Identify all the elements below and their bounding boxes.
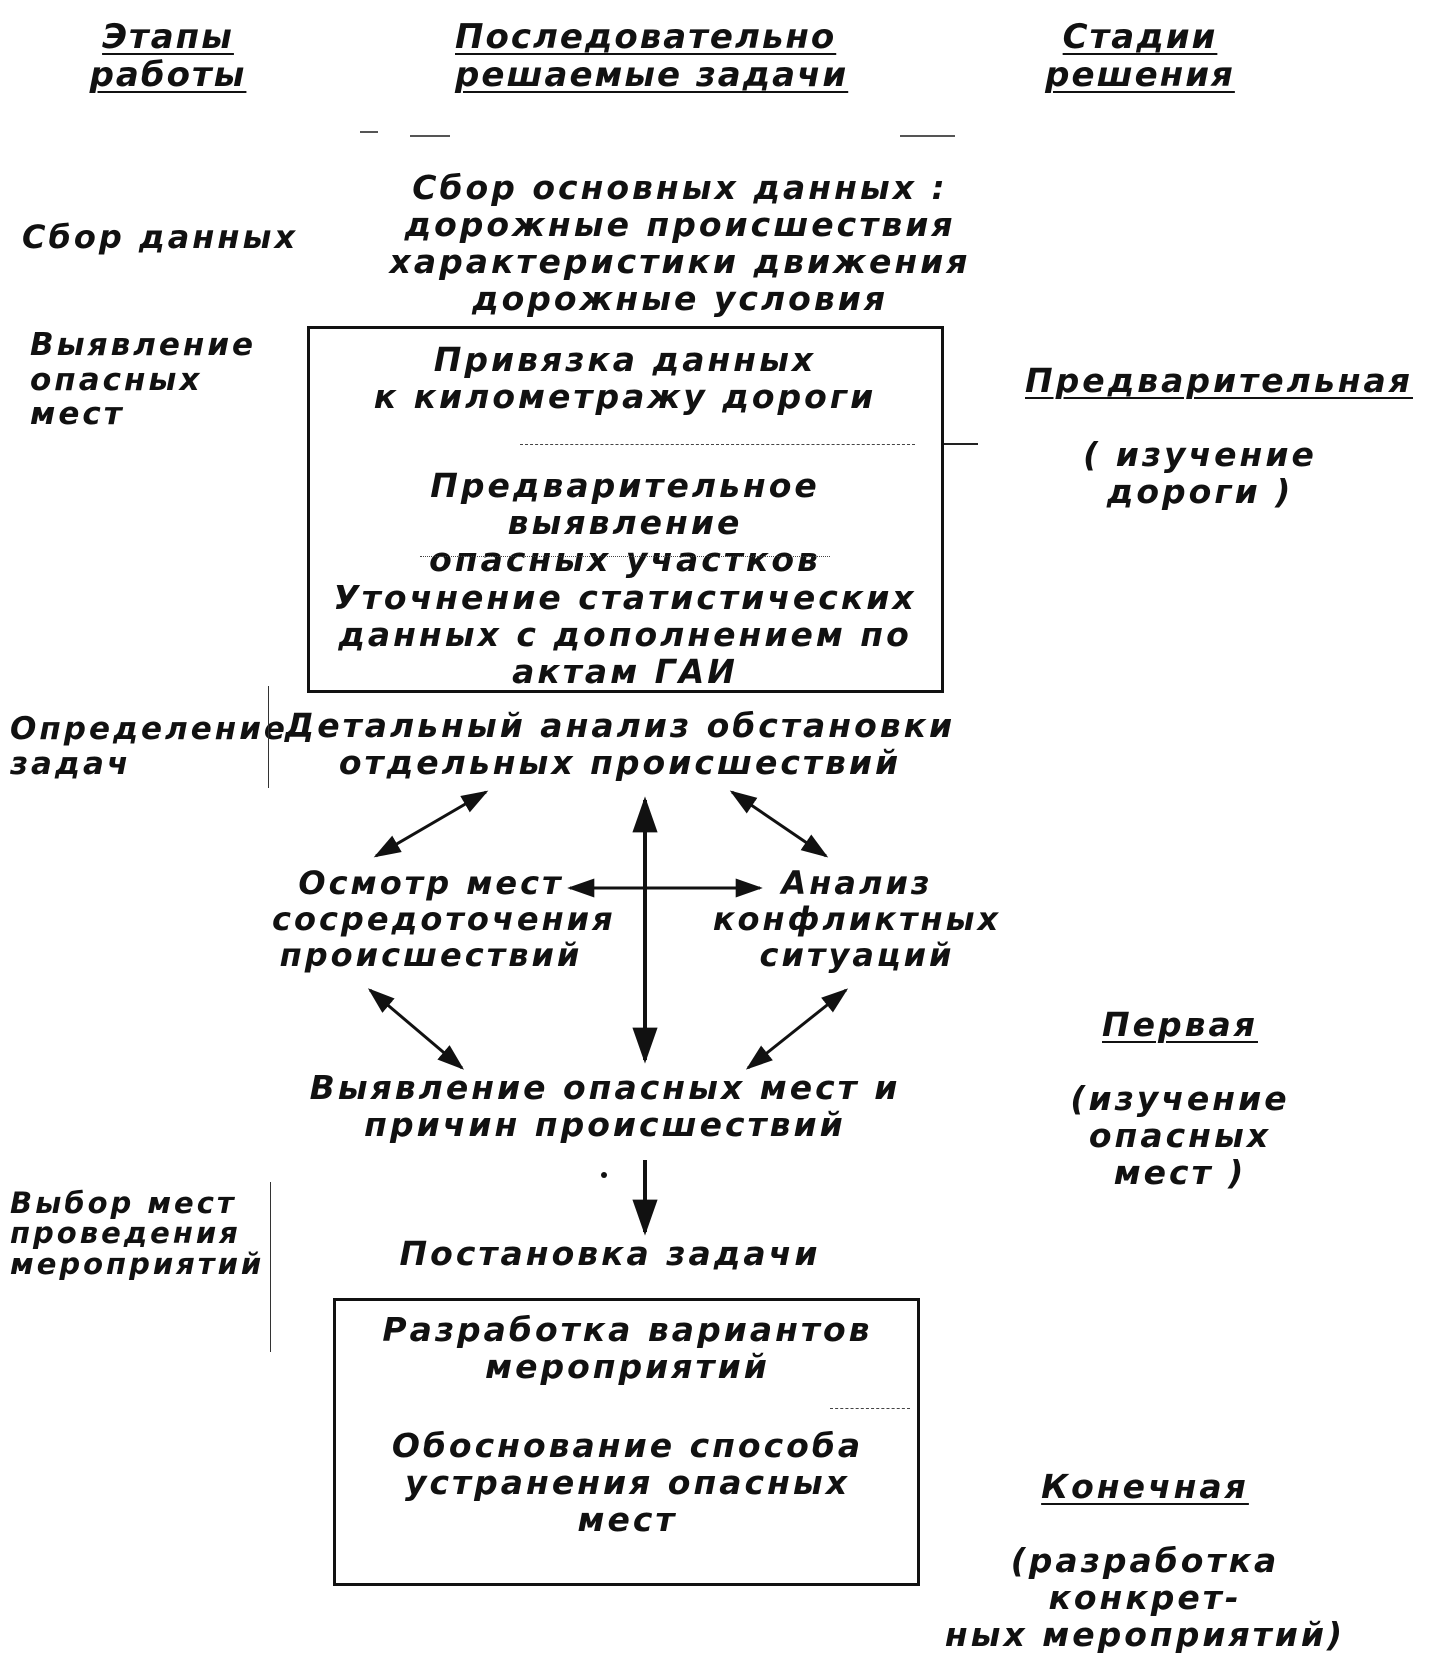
header-solution-stages-line1: Стадии	[1062, 17, 1218, 57]
flow-arrows	[360, 131, 978, 1236]
header-stages-of-work-line2: работы	[89, 55, 247, 96]
identification-box	[307, 326, 944, 693]
justify-elimination-method: Обоснование способа устранения опасных м…	[391, 1426, 864, 1539]
refine-statistics: Уточнение статистических данных с дополн…	[333, 578, 917, 691]
box1-separator-2	[420, 556, 830, 557]
bind-data-to-km: Привязка данных к километражу дороги	[373, 340, 877, 416]
header-tasks-line2: решаемые задачи	[455, 55, 849, 96]
detailed-analysis: Детальный анализ обстановки отдельных пр…	[284, 706, 956, 782]
solution-stage-final-title: Конечная	[1041, 1466, 1249, 1506]
header-stages-of-work: Этапы работы	[88, 18, 248, 94]
box1-separator-1	[520, 444, 915, 445]
header-solution-stages-line2: решения	[1045, 55, 1235, 96]
identify-places-causes: Выявление опасных мест и причин происшес…	[309, 1068, 901, 1144]
header-stages-of-work-line1: Этапы	[102, 17, 234, 57]
solution-stage-first: Первая (изучение опасных мест )	[990, 970, 1370, 1192]
task-statement: Постановка задачи	[399, 1234, 821, 1273]
arrow-analysis-conflict	[729, 790, 829, 858]
arrow-conflict-identify	[745, 988, 849, 1070]
preliminary-identification: Предварительное выявление опасных участк…	[429, 466, 821, 579]
header-tasks: Последовательно решаемые задачи	[455, 17, 849, 96]
stage-define-tasks: Определение задач	[10, 711, 288, 782]
header-solution-stages: Стадии решения	[1045, 18, 1235, 94]
speck-dot	[601, 1172, 607, 1178]
develop-measure-variants: Разработка вариантов мероприятий	[382, 1310, 873, 1386]
collect-basic-data: Сбор основных данных : дорожные происшес…	[389, 168, 971, 318]
inspect-accident-places: Осмотр мест сосредоточения происшествий	[272, 864, 616, 974]
left-divider-upper	[268, 686, 269, 788]
measures-box	[333, 1298, 920, 1586]
arrow-inspect-identify	[367, 988, 465, 1070]
solution-stage-preliminary: Предварительная ( изучение дороги )	[1025, 326, 1413, 511]
conflict-analysis: Анализ конфликтных ситуаций	[712, 864, 1002, 974]
stage-choose-places: Выбор мест проведения мероприятий	[10, 1186, 265, 1281]
solution-stage-preliminary-title: Предварительная	[1025, 360, 1413, 400]
header-tasks-line1: Последовательно	[455, 17, 837, 57]
solution-stage-preliminary-detail: ( изучение дороги )	[1083, 434, 1317, 511]
solution-stage-first-detail: (изучение опасных мест )	[1070, 1078, 1290, 1192]
stage-identify-dangerous-places: Выявление опасных мест	[30, 327, 257, 433]
arrow-analysis-inspect	[373, 790, 489, 858]
box2-separator	[830, 1408, 910, 1409]
stage-data-collection: Сбор данных	[22, 218, 299, 256]
left-divider-lower	[270, 1182, 271, 1352]
solution-stage-first-title: Первая	[1102, 1004, 1258, 1044]
